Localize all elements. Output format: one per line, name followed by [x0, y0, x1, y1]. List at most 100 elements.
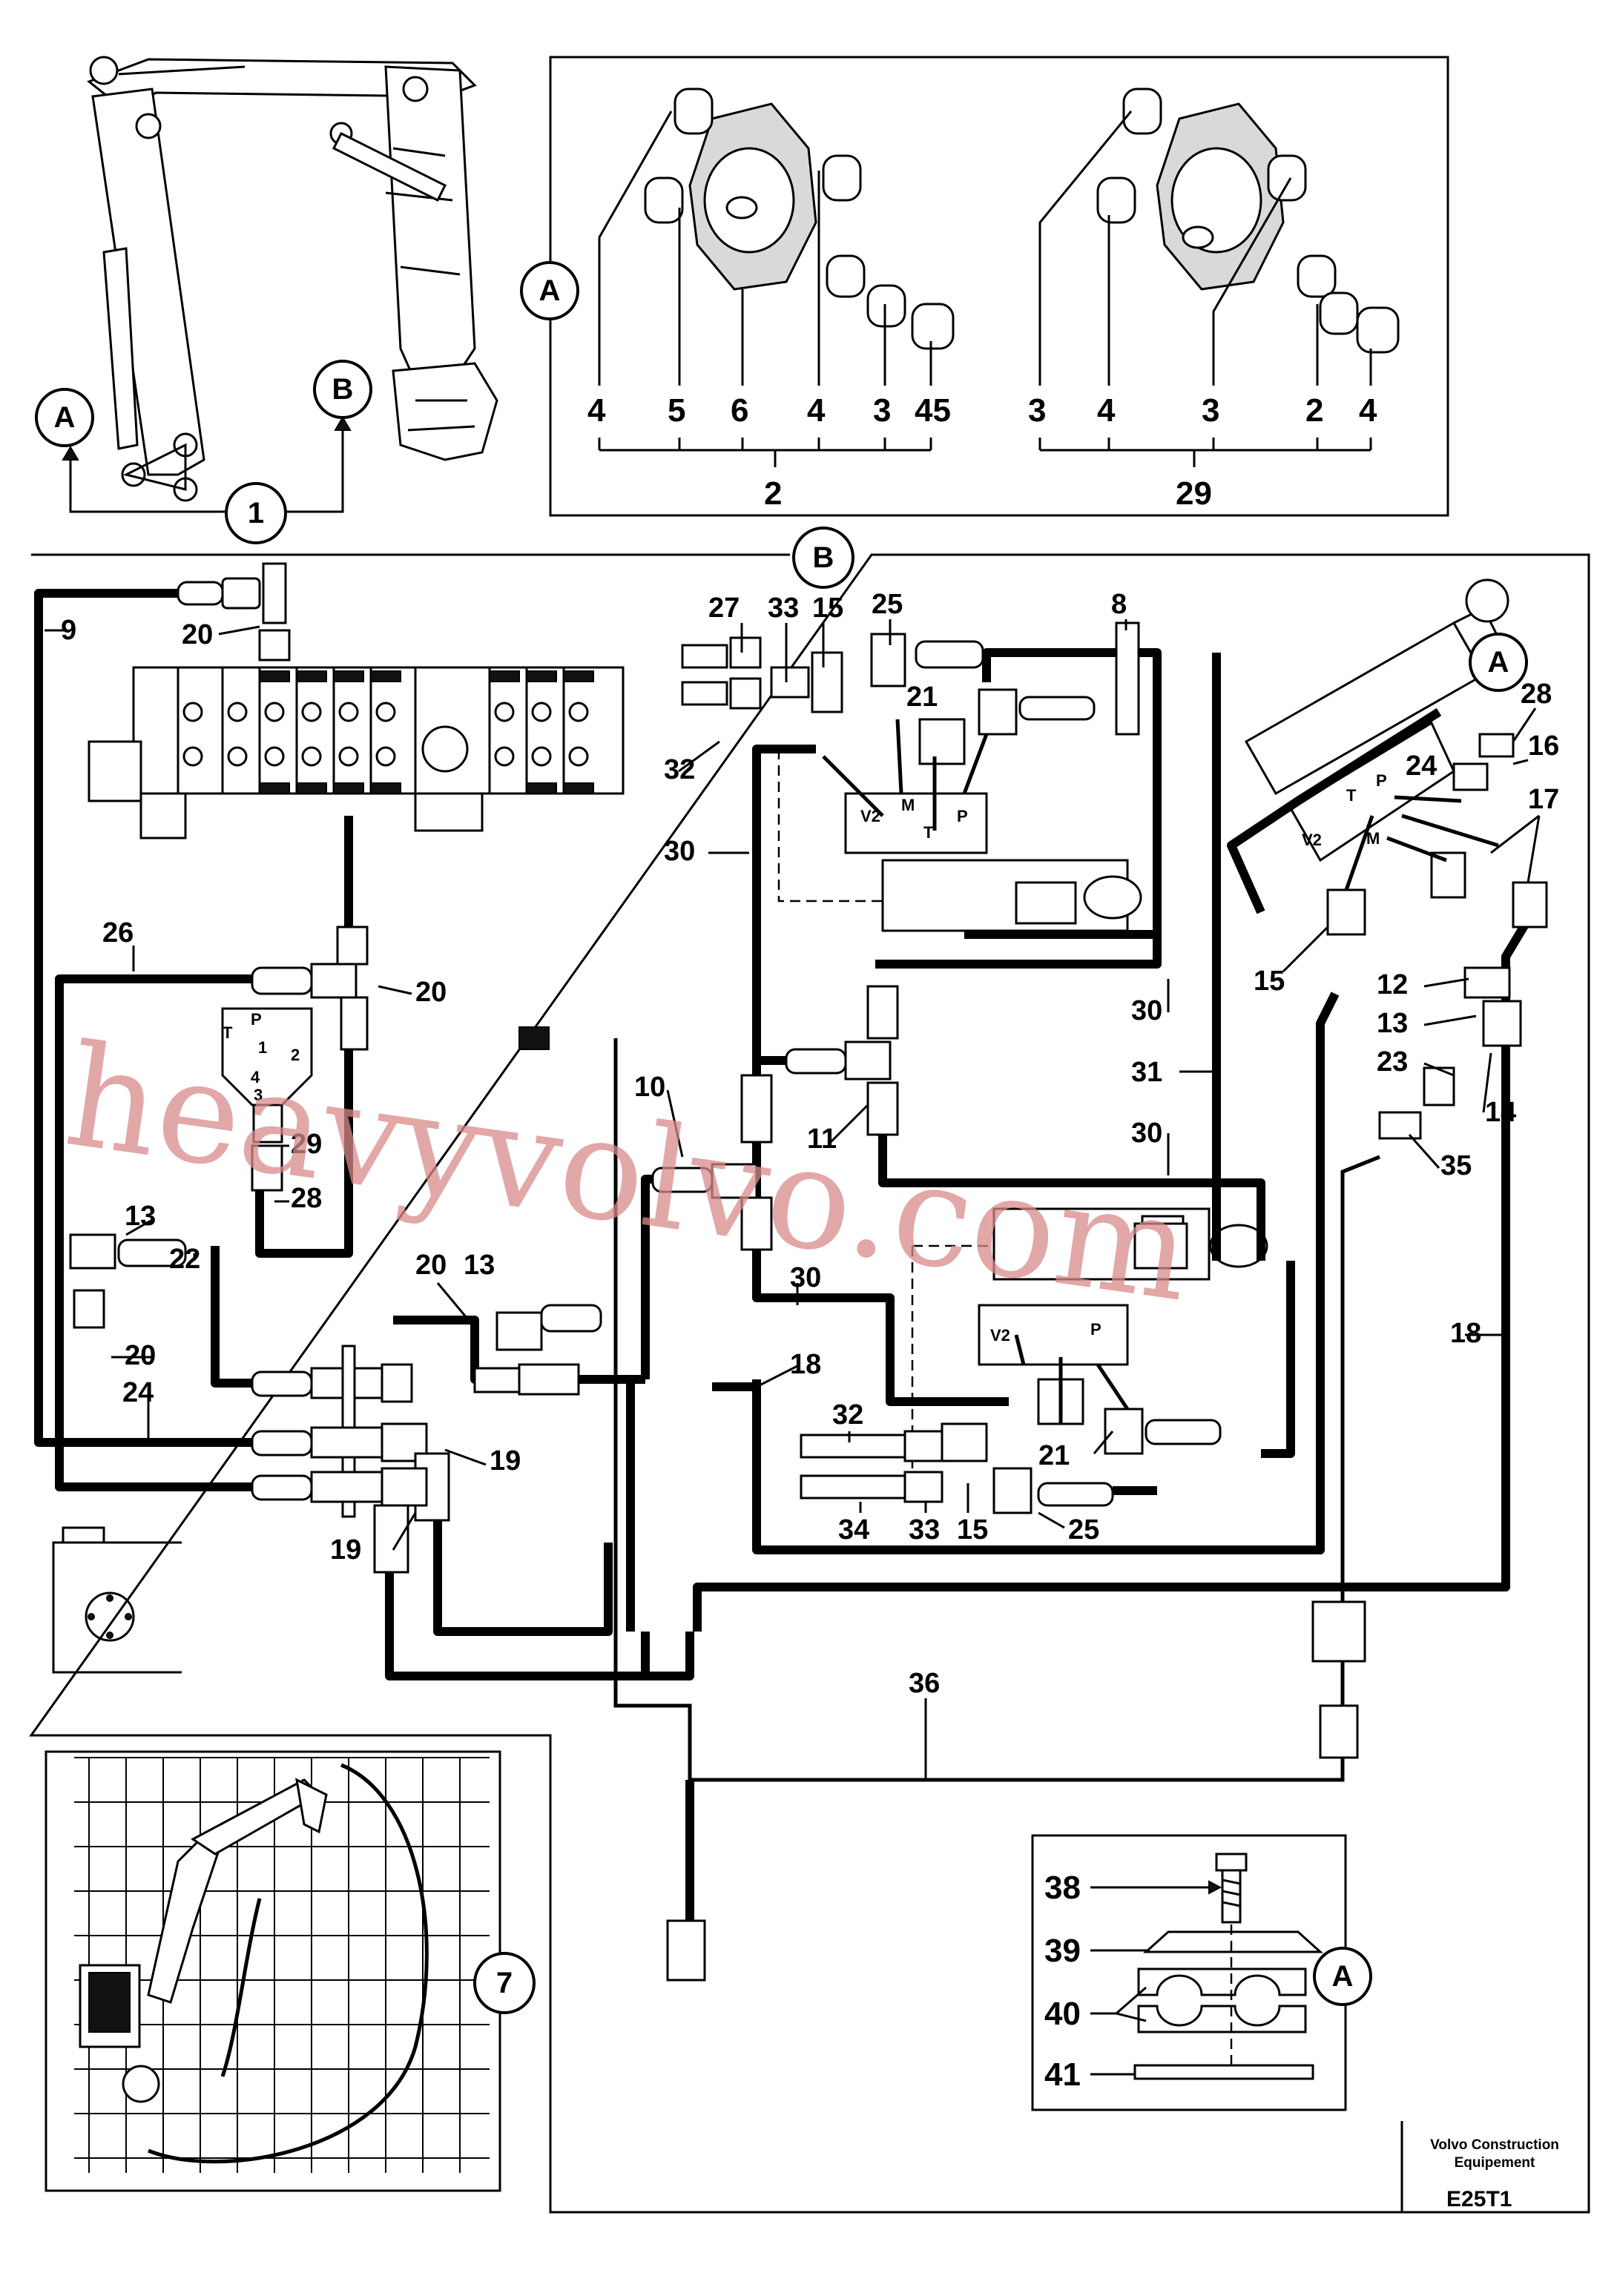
clamp-parts — [1133, 1853, 1323, 2080]
callout-a-detail-text: A — [539, 274, 561, 307]
valve-unit-upper — [777, 749, 1142, 932]
label-33: 33 — [768, 593, 799, 624]
label-13: 13 — [1377, 1008, 1408, 1039]
label-23: 23 — [1377, 1046, 1408, 1078]
callout-a-cyl-text: A — [1488, 646, 1509, 679]
label-20: 20 — [182, 619, 213, 650]
callout-1: 1 — [225, 482, 287, 544]
label-6: 6 — [731, 392, 748, 429]
detail-left-leaders — [598, 110, 932, 386]
callout-7-text: 7 — [496, 1967, 513, 1999]
port-p-cyl: P — [1376, 771, 1387, 790]
hydraulic-tank — [52, 1526, 182, 1674]
label-11: 11 — [807, 1124, 837, 1155]
detail-right-bracket — [1038, 438, 1372, 467]
label-30: 30 — [790, 1262, 821, 1293]
watermark-text: heavyvolvo.com — [57, 1014, 1200, 1333]
label-31: 31 — [1131, 1057, 1162, 1088]
port-m-upper: M — [901, 796, 915, 814]
bracket-assembly-left — [644, 88, 955, 350]
label-4: 4 — [1097, 392, 1116, 429]
company-line-2: Equipement — [1455, 2155, 1535, 2171]
label-22: 22 — [169, 1244, 200, 1275]
company-line-1: Volvo Construction — [1430, 2137, 1559, 2153]
pump-port-4: 4 — [251, 1068, 260, 1086]
arrow-up-a — [62, 446, 79, 461]
bracket-assembly-right — [1096, 88, 1400, 354]
label-12: 12 — [1377, 969, 1408, 1000]
label-39: 39 — [1044, 1933, 1081, 1969]
callout-b-text: B — [332, 373, 354, 406]
clamp-leaders — [1090, 1886, 1209, 2076]
label-45: 45 — [915, 392, 951, 429]
callout-a-cyl: A — [1469, 633, 1528, 692]
label-16: 16 — [1528, 730, 1559, 762]
label-4: 4 — [807, 392, 826, 429]
arm-overview — [87, 56, 498, 502]
callout-a-detail: A — [520, 261, 579, 320]
label-19: 19 — [490, 1445, 521, 1477]
label-30: 30 — [1131, 1118, 1162, 1149]
pump-port-1: 1 — [258, 1038, 267, 1057]
label-21: 21 — [906, 682, 938, 713]
label-30: 30 — [664, 836, 695, 867]
label-2: 2 — [1305, 392, 1323, 429]
label-14: 14 — [1485, 1097, 1516, 1128]
label-20: 20 — [415, 977, 447, 1008]
label-3: 3 — [1028, 392, 1046, 429]
label-4: 4 — [1359, 392, 1377, 429]
cylinder-a-detail — [1227, 578, 1509, 914]
label-15: 15 — [957, 1514, 988, 1545]
callout-b-main: B — [313, 360, 372, 419]
detail-left-bracket — [598, 438, 932, 467]
callout-b-top-text: B — [813, 541, 834, 574]
port-v2-cyl: V2 — [1302, 831, 1322, 849]
label-18: 18 — [790, 1349, 821, 1380]
control-valve-block — [88, 666, 625, 839]
label-25: 25 — [1068, 1514, 1099, 1545]
label-15: 15 — [1254, 966, 1285, 997]
label-28: 28 — [1521, 679, 1552, 710]
port-t-cyl: T — [1346, 786, 1357, 805]
pump-port-p: P — [251, 1010, 262, 1029]
port-leaders — [822, 719, 1499, 1424]
label-9: 9 — [61, 615, 76, 646]
pump-port-t: T — [223, 1023, 233, 1042]
callout-a-main: A — [35, 388, 94, 447]
label-36: 36 — [909, 1668, 940, 1699]
port-v2-lower: V2 — [990, 1326, 1010, 1345]
label-leaders — [45, 619, 1541, 1780]
diagram-code: E25T1 — [1446, 2187, 1512, 2211]
port-p-lower: P — [1090, 1320, 1101, 1339]
label-41: 41 — [1044, 2056, 1081, 2093]
schematic-frame — [29, 553, 1590, 2214]
group-label-29: 29 — [1176, 475, 1212, 512]
label-27: 27 — [708, 593, 740, 624]
label-8: 8 — [1111, 589, 1127, 620]
pump-port-3: 3 — [254, 1086, 263, 1104]
label-4: 4 — [587, 392, 606, 429]
label-26: 26 — [102, 917, 134, 949]
label-19: 19 — [330, 1534, 361, 1566]
callout-7: 7 — [473, 1952, 536, 2014]
label-33: 33 — [909, 1514, 940, 1545]
label-18: 18 — [1450, 1318, 1481, 1349]
fittings — [69, 562, 1548, 1982]
callout-a-text: A — [54, 401, 76, 434]
label-24: 24 — [1406, 751, 1437, 782]
group-label-2: 2 — [764, 475, 782, 512]
pump-port-2: 2 — [291, 1046, 300, 1064]
work-range-grid — [74, 1757, 490, 2173]
label-10: 10 — [634, 1072, 665, 1103]
label-29: 29 — [291, 1129, 322, 1160]
label-3: 3 — [873, 392, 891, 429]
port-t-upper: T — [923, 823, 934, 842]
label-17: 17 — [1528, 784, 1559, 815]
callout-1-bracket — [69, 426, 344, 513]
label-28: 28 — [291, 1183, 322, 1214]
label-25: 25 — [872, 589, 903, 620]
label-20: 20 — [415, 1250, 447, 1281]
callout-b-top: B — [792, 527, 854, 589]
callout-1-text: 1 — [248, 497, 264, 530]
